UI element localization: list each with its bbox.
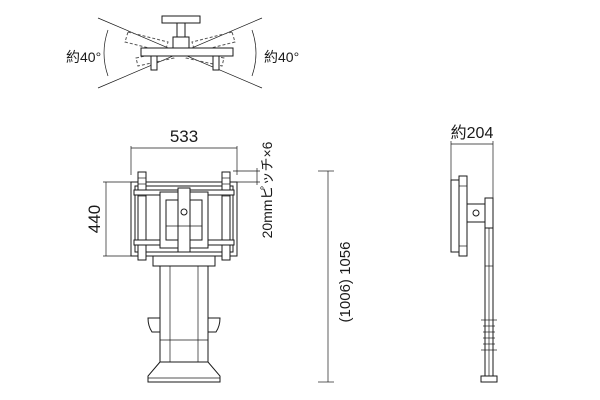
side-adjust-ticks (481, 319, 497, 351)
wall-plate (161, 15, 201, 24)
height-label: 440 (85, 205, 104, 233)
pivot-block (172, 36, 190, 49)
swivel-arm (176, 22, 186, 38)
center-bolt (180, 208, 188, 216)
front-view: 533 440 20mmピッチ×6 (1006) 1056 (85, 127, 354, 383)
width-label: 533 (170, 127, 198, 146)
depth-label: 約204 (451, 124, 494, 142)
side-rail (458, 175, 468, 257)
side-bracket-right (207, 317, 221, 333)
plate-leg-right (212, 55, 220, 71)
side-arm (466, 203, 486, 223)
side-bracket-left (147, 317, 161, 333)
pitch-label: 20mmピッチ×6 (259, 141, 275, 238)
side-bolt (472, 209, 480, 217)
stand-base (147, 361, 221, 383)
side-plate (450, 179, 460, 253)
rotated-plate-right-lower (185, 49, 225, 67)
plate-leg-left (150, 55, 158, 71)
mount-plate (140, 47, 234, 57)
side-base (480, 375, 498, 383)
center-column (177, 187, 191, 253)
angle-label-left: 約40° (66, 49, 101, 65)
rail-left (137, 171, 147, 261)
side-view: 約204 (450, 124, 498, 383)
stand-head (152, 255, 216, 267)
rail-right (221, 171, 231, 261)
total-height-label: (1006) 1056 (337, 242, 354, 323)
angle-label-right: 約40° (264, 49, 299, 65)
angle-arc-right (251, 29, 257, 77)
angle-arc-left (103, 29, 109, 77)
top-view: 約40° 約40° (66, 15, 299, 89)
side-hinge (484, 197, 494, 229)
rotated-plate-left-lower (135, 49, 175, 67)
stand-column (159, 265, 209, 379)
